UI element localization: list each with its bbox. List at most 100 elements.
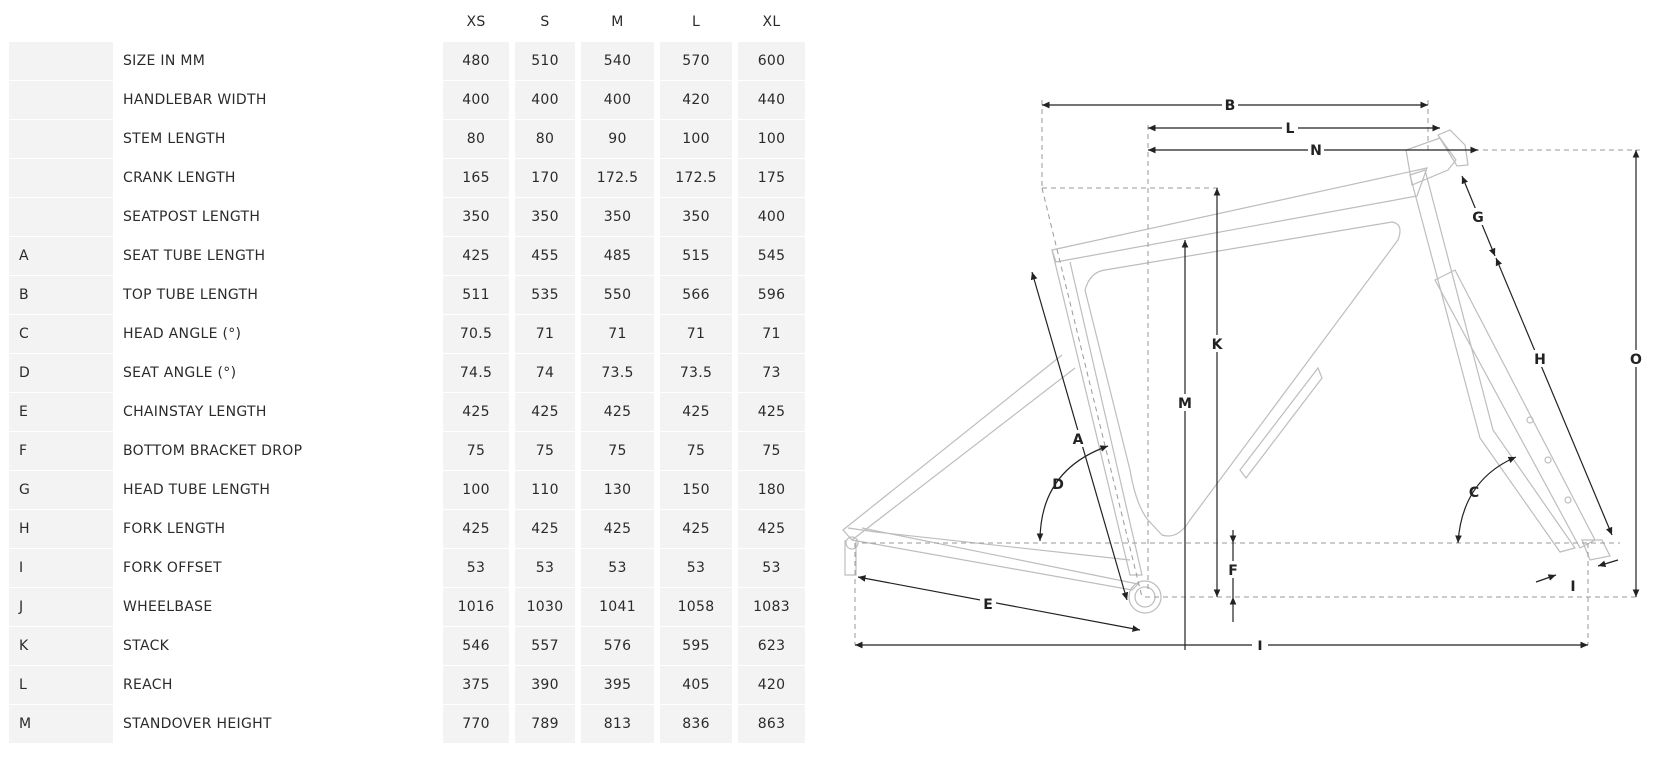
- row-label: SEATPOST LENGTH: [113, 197, 443, 237]
- column-gap: [654, 353, 660, 393]
- size-value: 485: [581, 236, 654, 276]
- size-value: 515: [660, 236, 732, 276]
- row-label: HEAD ANGLE (°): [113, 314, 443, 354]
- column-gap: [575, 3, 581, 42]
- size-value: 74: [515, 353, 575, 393]
- column-gap: [575, 275, 581, 315]
- size-value: 80: [443, 119, 509, 159]
- column-gap: [654, 3, 660, 42]
- size-value: 425: [443, 236, 509, 276]
- size-value: 570: [660, 41, 732, 81]
- size-value: 375: [443, 665, 509, 705]
- size-value: 1083: [738, 587, 805, 627]
- size-value: 540: [581, 41, 654, 81]
- column-gap: [509, 80, 515, 120]
- size-value: 400: [581, 80, 654, 120]
- label-l: L: [1286, 121, 1295, 137]
- row-letter: F: [9, 431, 113, 471]
- label-f: F: [1228, 563, 1238, 579]
- size-value: 110: [515, 470, 575, 510]
- dimension-i-left: [1535, 574, 1557, 583]
- size-value: 480: [443, 41, 509, 81]
- column-gap: [732, 80, 738, 120]
- row-letter: A: [9, 236, 113, 276]
- size-value: 170: [515, 158, 575, 198]
- size-value: 813: [581, 704, 654, 744]
- label-j: J: [1256, 639, 1262, 650]
- column-gap: [509, 548, 515, 588]
- column-gap: [654, 626, 660, 666]
- column-gap: [509, 41, 515, 81]
- size-value: 425: [515, 509, 575, 549]
- column-gap: [575, 80, 581, 120]
- column-gap: [732, 626, 738, 666]
- column-gap: [509, 392, 515, 432]
- size-value: 420: [660, 80, 732, 120]
- column-gap: [732, 392, 738, 432]
- size-header: XS: [443, 3, 509, 42]
- size-value: 546: [443, 626, 509, 666]
- column-gap: [732, 431, 738, 471]
- size-value: 90: [581, 119, 654, 159]
- size-header: M: [581, 3, 654, 42]
- size-value: 172.5: [660, 158, 732, 198]
- size-value: 1041: [581, 587, 654, 627]
- label-b: B: [1225, 98, 1236, 114]
- size-value: 71: [738, 314, 805, 354]
- size-value: 100: [738, 119, 805, 159]
- row-label: SEAT ANGLE (°): [113, 353, 443, 393]
- column-gap: [654, 431, 660, 471]
- dimension-e: [857, 575, 1141, 632]
- row-letter: H: [9, 509, 113, 549]
- row-label: HEAD TUBE LENGTH: [113, 470, 443, 510]
- column-gap: [732, 587, 738, 627]
- size-value: 71: [581, 314, 654, 354]
- column-gap: [654, 119, 660, 159]
- size-value: 425: [581, 392, 654, 432]
- size-value: 73: [738, 353, 805, 393]
- column-gap: [509, 236, 515, 276]
- size-value: 595: [660, 626, 732, 666]
- dimension-d: [1036, 445, 1109, 542]
- column-gap: [732, 236, 738, 276]
- row-label: STEM LENGTH: [113, 119, 443, 159]
- row-letter: B: [9, 275, 113, 315]
- size-value: 770: [443, 704, 509, 744]
- column-gap: [732, 509, 738, 549]
- size-value: 150: [660, 470, 732, 510]
- size-value: 425: [443, 392, 509, 432]
- frame-geometry-diagram: B L N O K M J E A D C G H F I: [842, 96, 1644, 650]
- dimension-lines: [855, 101, 1640, 650]
- size-value: 545: [738, 236, 805, 276]
- row-letter: [9, 41, 113, 81]
- row-letter: L: [9, 665, 113, 705]
- label-o: O: [1630, 352, 1642, 368]
- row-letter: [9, 119, 113, 159]
- size-value: 425: [515, 392, 575, 432]
- size-value: 425: [738, 392, 805, 432]
- column-gap: [575, 197, 581, 237]
- size-value: 405: [660, 665, 732, 705]
- size-value: 425: [738, 509, 805, 549]
- column-gap: [575, 314, 581, 354]
- size-value: 455: [515, 236, 575, 276]
- column-gap: [654, 509, 660, 549]
- row-letter: [9, 197, 113, 237]
- row-label: SEAT TUBE LENGTH: [113, 236, 443, 276]
- column-gap: [732, 41, 738, 81]
- row-letter: [9, 158, 113, 198]
- size-value: 53: [660, 548, 732, 588]
- size-value: 53: [738, 548, 805, 588]
- column-gap: [509, 119, 515, 159]
- size-value: 535: [515, 275, 575, 315]
- dimension-i-right: [1597, 559, 1619, 568]
